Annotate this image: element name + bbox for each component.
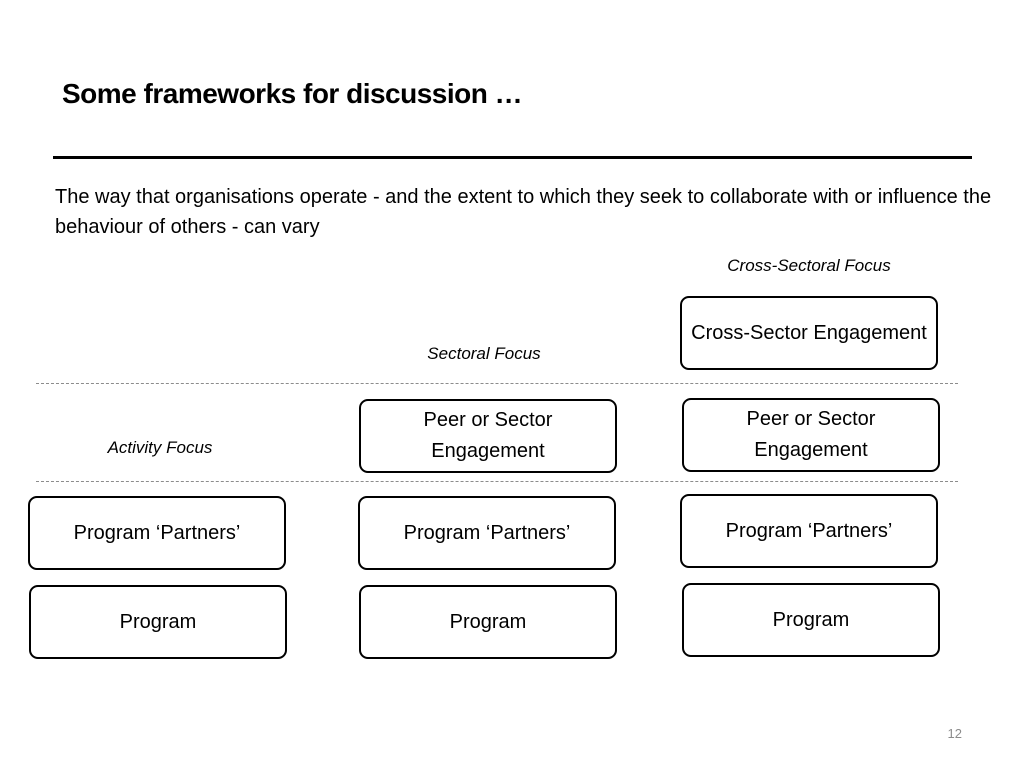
box-peer-sector-engagement-cross: Peer or Sector Engagement <box>682 398 940 472</box>
slide-title: Some frameworks for discussion … <box>62 78 523 109</box>
box-label: Cross-Sector Engagement <box>691 321 927 344</box>
box-program-cross: Program <box>682 583 940 657</box>
focus-label-cross-sectoral: Cross-Sectoral Focus <box>727 256 891 275</box>
box-cross-sector-engagement: Cross-Sector Engagement <box>680 296 938 370</box>
title-underline <box>53 156 972 159</box>
box-program-sectoral: Program <box>359 585 617 659</box>
box-program-partners-sectoral: Program ‘Partners’ <box>358 496 616 570</box>
intro-text: The way that organisations operate - and… <box>55 186 992 238</box>
box-program-partners-activity: Program ‘Partners’ <box>28 496 286 570</box>
level-divider-lower <box>36 481 958 482</box>
focus-label-sectoral: Sectoral Focus <box>427 344 541 363</box>
box-program-partners-cross: Program ‘Partners’ <box>680 494 938 568</box>
box-label: Program <box>772 608 850 631</box>
box-label: Program ‘Partners’ <box>403 521 571 544</box>
level-divider-upper <box>36 383 958 384</box>
page-number: 12 <box>947 726 962 741</box>
box-program-activity: Program <box>29 585 287 659</box>
box-label: Peer or Sector Engagement <box>746 408 876 461</box>
box-label: Program ‘Partners’ <box>73 521 241 544</box>
box-label: Peer or Sector Engagement <box>423 409 553 462</box>
box-label: Program <box>449 610 527 633</box>
focus-label-activity: Activity Focus <box>107 438 213 457</box>
box-label: Program <box>119 610 197 633</box>
box-label: Program ‘Partners’ <box>725 519 893 542</box>
box-peer-sector-engagement-sectoral: Peer or Sector Engagement <box>359 399 617 473</box>
